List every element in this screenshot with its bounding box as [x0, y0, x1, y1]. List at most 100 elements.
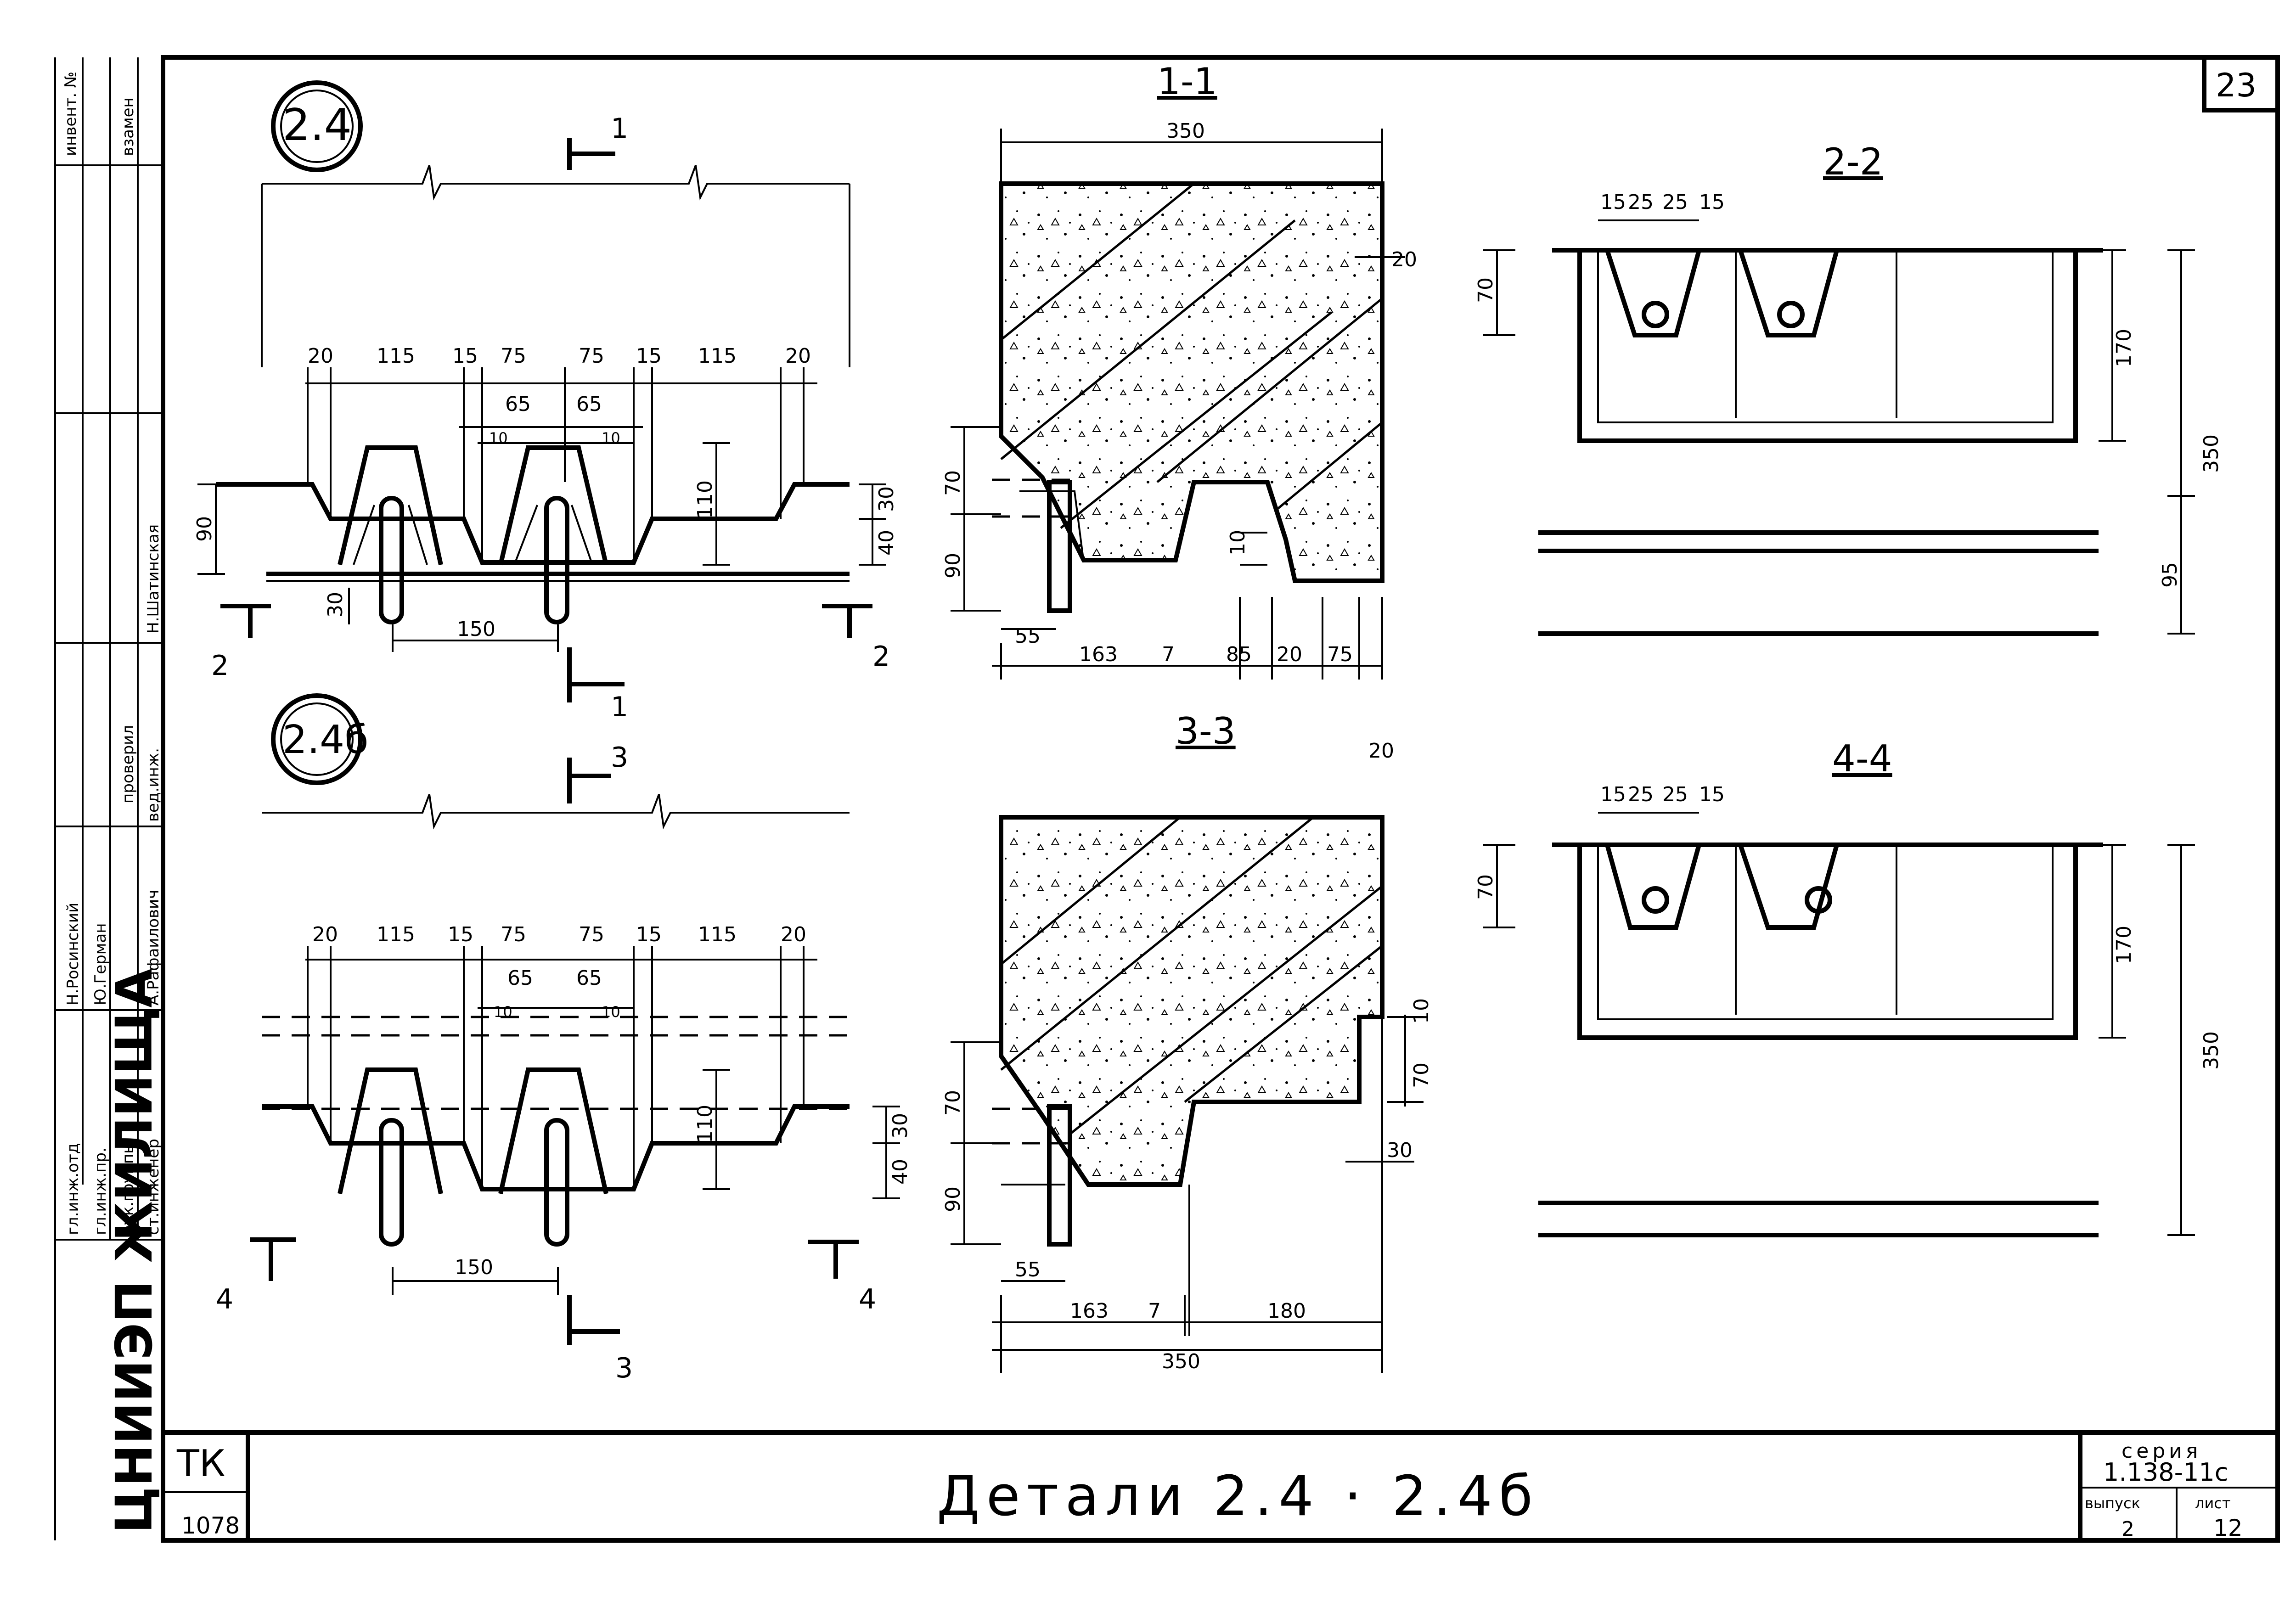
d24b-dim-side-3: 40 [889, 1159, 912, 1185]
s11-dim-3: 70 [941, 470, 965, 496]
name-2: Ю.Герман [91, 923, 110, 1006]
role-3: рук.группы [119, 1141, 137, 1235]
sheet-number: 23 [2216, 67, 2257, 104]
d24-dim-top-5: 75 [579, 344, 604, 368]
d24-dim-mid-4: 10 [602, 429, 620, 447]
s22-dim-3: 25 [1662, 191, 1688, 214]
d24b-dim-mid-2: 65 [576, 966, 602, 990]
s33-dim-4: 30 [1387, 1139, 1412, 1162]
d24b-dim-mid-4: 10 [602, 1003, 620, 1021]
d24b-dim-top-4: 75 [501, 923, 526, 946]
d24-dim-mid-2: 65 [576, 393, 602, 416]
s11-dim-7: 163 [1079, 643, 1118, 666]
s44-dim-7: 350 [2200, 1031, 2223, 1070]
cut-mark-1-bottom: 1 [611, 691, 628, 723]
s22-dim-5: 70 [1474, 277, 1497, 303]
detail-2-4b: 2.4б 3 3 4 4 [216, 693, 900, 1384]
sheet-label: лист [2195, 1494, 2230, 1512]
detail-2-4: 2.4 1 1 2 2 [197, 80, 890, 723]
s22-dim-7: 350 [2200, 434, 2223, 473]
s44-dim-6: 170 [2112, 926, 2136, 964]
section-4-4 [1483, 812, 2195, 1237]
s44-dim-4: 15 [1699, 783, 1725, 806]
section-title-4-4: 4-4 [1832, 737, 1892, 780]
extra-role: вед.инж. [144, 748, 163, 822]
d24-dim-mid-1: 65 [505, 393, 531, 416]
detail-marker-2-4b: 2.4б [282, 717, 369, 763]
left-margin-stamp [54, 57, 163, 1540]
d24b-dim-top-6: 15 [636, 923, 662, 946]
s44-dim-2: 25 [1628, 783, 1654, 806]
d24b-dim-top-3: 15 [448, 923, 473, 946]
d24-dim-top-7: 115 [698, 344, 737, 368]
d24-dim-side-1: 90 [193, 516, 216, 542]
s33-dim-8: 163 [1070, 1299, 1109, 1323]
role-1: гл.инж.отд [64, 1143, 82, 1235]
s11-dim-8: 7 [1162, 643, 1175, 666]
name-1: Н.Росинский [64, 903, 82, 1006]
s22-dim-4: 15 [1699, 191, 1725, 214]
d24b-dim-top-5: 75 [579, 923, 604, 946]
d24-dim-top-1: 20 [308, 344, 333, 368]
section-2-2 [1483, 219, 2195, 636]
cut-mark-2-left: 2 [211, 650, 229, 682]
d24-dim-bottom-2: 150 [457, 618, 495, 641]
d24b-dim-top-7: 115 [698, 923, 737, 946]
sheet-frame [161, 55, 2280, 1543]
s11-dim-5: 10 [1226, 530, 1249, 556]
s33-dim-7: 55 [1015, 1258, 1041, 1281]
d24b-dim-mid-3: 10 [494, 1003, 512, 1021]
s44-dim-1: 15 [1600, 783, 1626, 806]
cut-mark-3-bottom: 3 [615, 1352, 633, 1384]
margin-header-inventory: инвент. № [62, 72, 80, 156]
d24-dim-top-2: 115 [377, 344, 415, 368]
s33-dim-1: 20 [1368, 739, 1394, 763]
cut-mark-3-top: 3 [611, 742, 628, 774]
d24-dim-top-4: 75 [501, 344, 526, 368]
org-name: ЦНИИЭП ЖИЛИЩА [105, 969, 163, 1534]
section-title-3-3: 3-3 [1176, 710, 1236, 753]
section-title-2-2: 2-2 [1823, 140, 1883, 183]
issue-label: выпуск [2085, 1494, 2140, 1512]
s11-dim-1: 350 [1166, 119, 1205, 143]
cut-mark-4-right: 4 [859, 1283, 876, 1315]
role-4: ст.инженер [144, 1139, 163, 1235]
issue-value: 2 [2122, 1517, 2134, 1541]
s11-dim-2: 20 [1391, 248, 1417, 271]
s33-dim-6: 90 [941, 1186, 965, 1212]
section-title-1-1: 1-1 [1157, 60, 1217, 103]
series-label: серия [2122, 1439, 2201, 1463]
detail-2-4-dim-ticks [307, 367, 805, 562]
s22-dim-1: 15 [1600, 191, 1626, 214]
cut-mark-2-right: 2 [872, 640, 890, 673]
d24-dim-top-6: 15 [636, 344, 662, 368]
checked-label: проверил [119, 725, 137, 803]
d24b-dim-top-1: 20 [312, 923, 338, 946]
d24-dim-side-2: 110 [693, 480, 717, 519]
name-4: А.Рафаилович [144, 890, 163, 1006]
d24b-dim-top-8: 20 [781, 923, 806, 946]
s33-dim-11: 350 [1162, 1350, 1200, 1373]
s44-dim-5: 70 [1474, 874, 1497, 900]
cut-mark-1-top: 1 [611, 112, 628, 145]
d24b-dim-mid-1: 65 [507, 966, 533, 990]
sheet-value: 12 [2213, 1515, 2243, 1541]
d24-dim-side-4: 40 [875, 530, 898, 556]
s22-dim-8: 95 [2158, 562, 2182, 588]
stamp-code: ТК [176, 1442, 225, 1485]
section-1-1 [951, 129, 1405, 680]
s11-dim-9: 85 [1226, 643, 1252, 666]
stamp-code-number: 1078 [181, 1512, 240, 1539]
s33-dim-2: 10 [1410, 998, 1433, 1024]
d24-dim-mid-3: 10 [489, 429, 508, 447]
s11-dim-11: 75 [1327, 643, 1353, 666]
s33-dim-9: 7 [1148, 1299, 1161, 1323]
d24-dim-side-3: 30 [875, 486, 898, 512]
s44-dim-3: 25 [1662, 783, 1688, 806]
s11-dim-6: 55 [1015, 624, 1041, 648]
cut-mark-4-left: 4 [216, 1283, 233, 1315]
d24-dim-top-8: 20 [785, 344, 811, 368]
s33-dim-10: 180 [1267, 1299, 1306, 1323]
d24b-dim-side-1: 110 [693, 1105, 717, 1143]
